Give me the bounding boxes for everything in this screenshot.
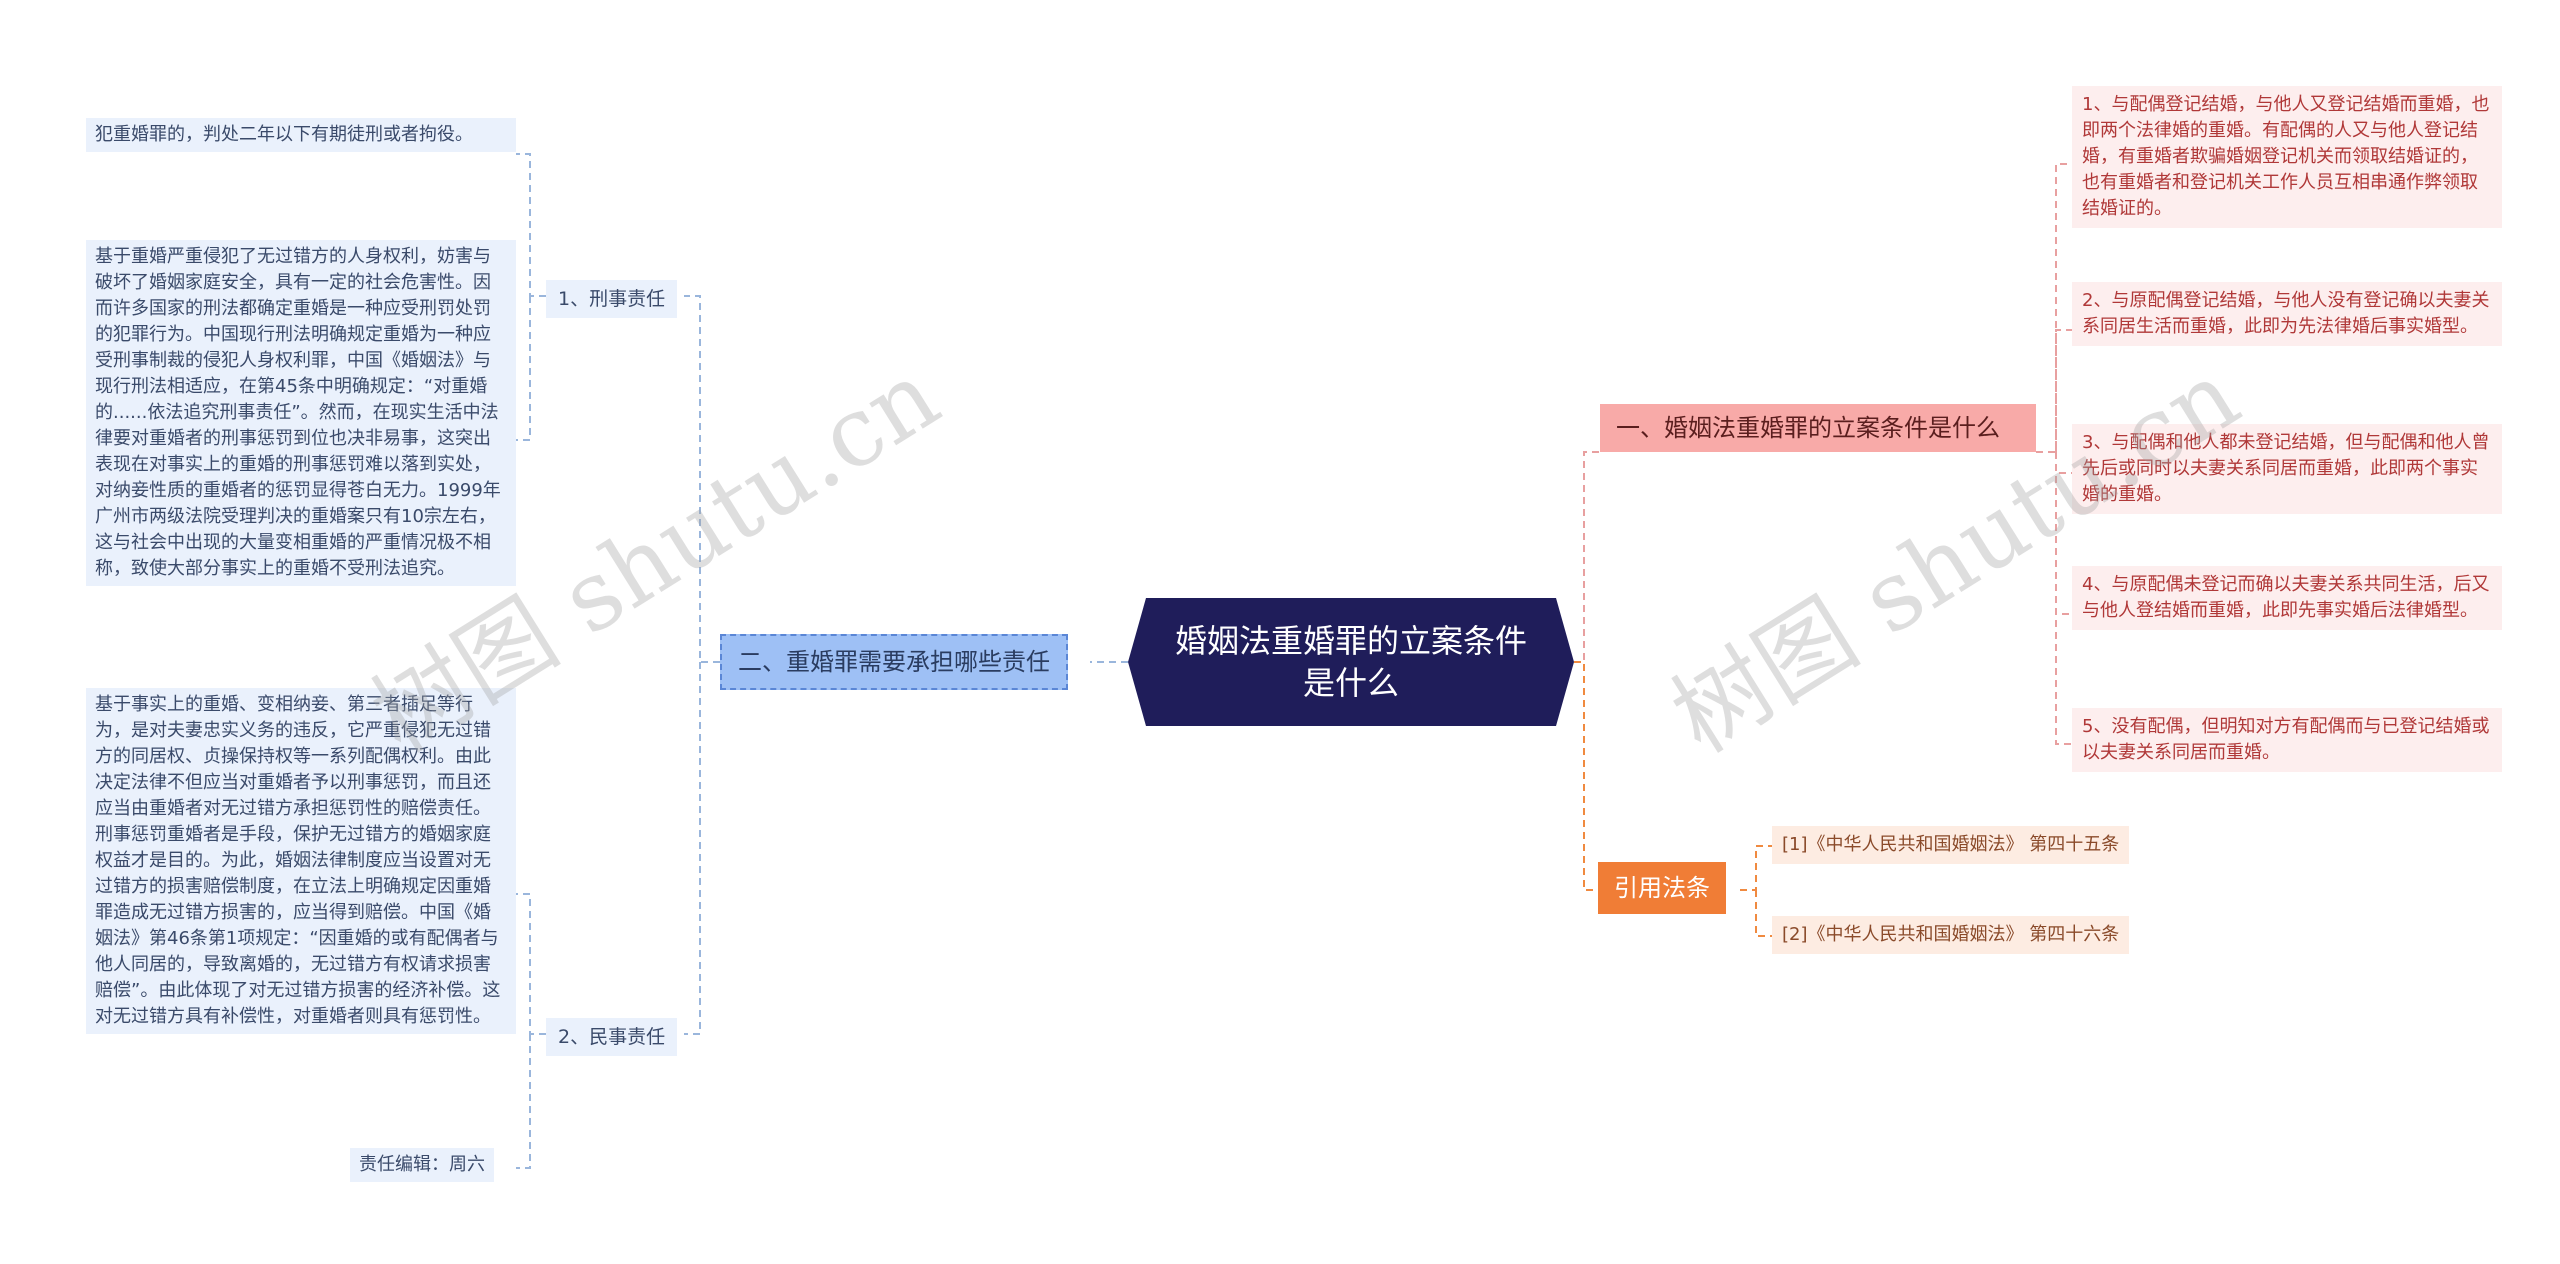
branch-label: 二、重婚罪需要承担哪些责任	[738, 648, 1050, 676]
leaf-text: 1、与配偶登记结婚，与他人又登记结婚而重婚，也即两个法律婚的重婚。有配偶的人又与…	[2082, 94, 2490, 219]
leaf-condition-4[interactable]: 4、与原配偶未登记而确以夫妻关系共同生活，后又与他人登结婚而重婚，此即先事实婚后…	[2072, 566, 2502, 630]
leaf-text: 5、没有配偶，但明知对方有配偶而与已登记结婚或以夫妻关系同居而重婚。	[2082, 716, 2490, 763]
root-topic-label: 婚姻法重婚罪的立案条件是什么	[1174, 622, 1527, 702]
leaf-law-46[interactable]: [2]《中华人民共和国婚姻法》 第四十六条	[1772, 916, 2130, 954]
subtopic-civil-liability[interactable]: 2、民事责任	[546, 1018, 678, 1056]
leaf-condition-1[interactable]: 1、与配偶登记结婚，与他人又登记结婚而重婚，也即两个法律婚的重婚。有配偶的人又与…	[2072, 86, 2502, 228]
leaf-text: [1]《中华人民共和国婚姻法》 第四十五条	[1782, 834, 2120, 855]
leaf-criminal-explanation[interactable]: 基于重婚严重侵犯了无过错方的人身权利，妨害与破坏了婚姻家庭安全，具有一定的社会危…	[86, 240, 516, 586]
leaf-text: 责任编辑：周六	[359, 1154, 485, 1175]
leaf-text: 3、与配偶和他人都未登记结婚，但与配偶和他人曾先后或同时以夫妻关系同居而重婚，此…	[2082, 432, 2490, 505]
leaf-text: [2]《中华人民共和国婚姻法》 第四十六条	[1782, 924, 2120, 945]
leaf-text: 犯重婚罪的，判处二年以下有期徒刑或者拘役。	[95, 124, 473, 145]
leaf-text: 2、与原配偶登记结婚，与他人没有登记确以夫妻关系同居生活而重婚，此即为先法律婚后…	[2082, 290, 2490, 337]
leaf-civil-explanation[interactable]: 基于事实上的重婚、变相纳妾、第三者插足等行为，是对夫妻忠实义务的违反，它严重侵犯…	[86, 688, 516, 1034]
leaf-law-45[interactable]: [1]《中华人民共和国婚姻法》 第四十五条	[1772, 826, 2130, 864]
leaf-condition-3[interactable]: 3、与配偶和他人都未登记结婚，但与配偶和他人曾先后或同时以夫妻关系同居而重婚，此…	[2072, 424, 2502, 514]
branch-cited-laws[interactable]: 引用法条	[1598, 862, 1726, 914]
branch-label: 一、婚姻法重婚罪的立案条件是什么	[1616, 414, 2000, 442]
leaf-condition-5[interactable]: 5、没有配偶，但明知对方有配偶而与已登记结婚或以夫妻关系同居而重婚。	[2072, 708, 2502, 772]
leaf-text: 4、与原配偶未登记而确以夫妻关系共同生活，后又与他人登结婚而重婚，此即先事实婚后…	[2082, 574, 2490, 621]
branch-label: 引用法条	[1614, 874, 1710, 902]
leaf-text: 基于事实上的重婚、变相纳妾、第三者插足等行为，是对夫妻忠实义务的违反，它严重侵犯…	[95, 694, 501, 1027]
leaf-editor[interactable]: 责任编辑：周六	[350, 1148, 494, 1182]
root-topic[interactable]: 婚姻法重婚罪的立案条件是什么	[1128, 598, 1574, 726]
subtopic-criminal-liability[interactable]: 1、刑事责任	[546, 280, 678, 318]
branch-filing-conditions[interactable]: 一、婚姻法重婚罪的立案条件是什么	[1600, 404, 2036, 452]
branch-criminal-civil-liability[interactable]: 二、重婚罪需要承担哪些责任	[720, 634, 1068, 690]
subtopic-label: 2、民事责任	[558, 1026, 666, 1048]
subtopic-label: 1、刑事责任	[558, 288, 666, 310]
leaf-text: 基于重婚严重侵犯了无过错方的人身权利，妨害与破坏了婚姻家庭安全，具有一定的社会危…	[95, 246, 501, 579]
leaf-condition-2[interactable]: 2、与原配偶登记结婚，与他人没有登记确以夫妻关系同居生活而重婚，此即为先法律婚后…	[2072, 282, 2502, 346]
leaf-criminal-penalty[interactable]: 犯重婚罪的，判处二年以下有期徒刑或者拘役。	[86, 118, 516, 152]
